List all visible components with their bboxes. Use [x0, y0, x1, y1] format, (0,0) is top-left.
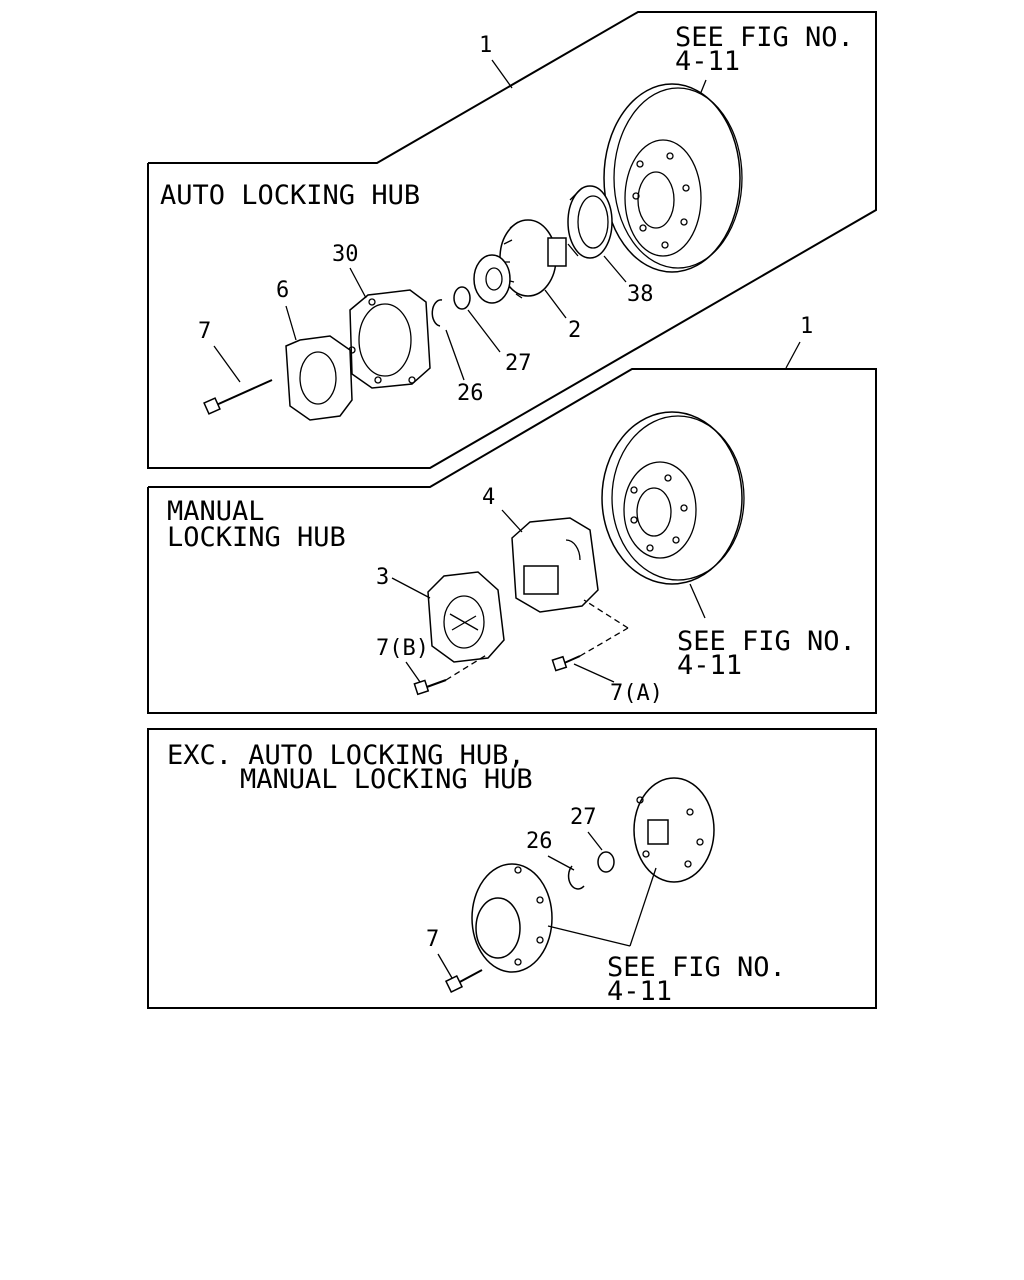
- auto-section-frame: [147, 11, 877, 469]
- callout-4: 4: [482, 485, 495, 510]
- exc-section-title-line1: EXC. AUTO LOCKING HUB,: [167, 740, 525, 771]
- callout-7-auto: 7: [198, 319, 211, 344]
- part-7a-bolt: [551, 655, 581, 672]
- callout-26-auto: 26: [457, 381, 484, 406]
- callout-27-exc: 27: [570, 805, 597, 830]
- part-30-housing: [348, 289, 431, 389]
- manual-section-frame: [147, 368, 877, 714]
- callout-7-exc: 7: [426, 927, 439, 952]
- part-27-washer: [453, 286, 471, 310]
- part-27-washer-exc: [597, 851, 615, 873]
- exc-section-frame: [147, 728, 877, 1009]
- auto-section-title: AUTO LOCKING HUB: [160, 180, 420, 211]
- auto-assembly-ref: 1: [479, 33, 492, 58]
- callout-38: 38: [627, 282, 654, 307]
- manual-assembly-ref: 1: [800, 314, 813, 339]
- part-4-hub-body: [511, 517, 599, 613]
- callout-30: 30: [332, 242, 359, 267]
- part-3-knob: [427, 571, 505, 663]
- hub-cap: [471, 863, 553, 973]
- callout-27-auto: 27: [505, 351, 532, 376]
- part-7b-bolt: [413, 679, 447, 696]
- brake-disc-manual: [601, 411, 745, 585]
- part-7-bolt-auto: [203, 379, 273, 415]
- callout-2: 2: [568, 318, 581, 343]
- manual-see-fig-label: SEE FIG NO.: [677, 626, 856, 657]
- part-26-snap-ring-exc: [567, 865, 585, 890]
- manual-see-fig-number: 4-11: [677, 650, 742, 681]
- auto-locking-hub-section: AUTO LOCKING HUB 1 SEE FIG NO. 4-11 38: [147, 11, 877, 469]
- brake-disc-auto: [603, 83, 743, 273]
- part-7-bolt-exc: [444, 969, 483, 994]
- manual-section-title-line2: LOCKING HUB: [167, 522, 346, 553]
- auto-see-fig-label: SEE FIG NO.: [675, 22, 854, 53]
- callout-7b: 7(B): [376, 636, 429, 661]
- exc-section-title-line2: MANUAL LOCKING HUB: [240, 764, 533, 795]
- callout-6: 6: [276, 278, 289, 303]
- part-26-snap-ring: [431, 299, 443, 327]
- part-6-cover: [285, 335, 353, 421]
- auto-see-fig-number: 4-11: [675, 46, 740, 77]
- manual-section-title-line1: MANUAL: [167, 496, 265, 527]
- exc-see-fig-number: 4-11: [607, 976, 672, 1007]
- callout-26-exc: 26: [526, 829, 553, 854]
- callout-7a: 7(A): [610, 681, 663, 706]
- exc-see-fig-label: SEE FIG NO.: [607, 952, 786, 983]
- part-38-ring: [567, 185, 613, 259]
- exc-locking-hub-section: EXC. AUTO LOCKING HUB, MANUAL LOCKING HU…: [147, 728, 877, 1009]
- hub-flange: [633, 777, 715, 883]
- manual-locking-hub-section: MANUAL LOCKING HUB 1 SEE FIG NO. 4-11 4: [147, 314, 877, 714]
- part-thrust-plate: [473, 254, 511, 304]
- callout-3: 3: [376, 565, 389, 590]
